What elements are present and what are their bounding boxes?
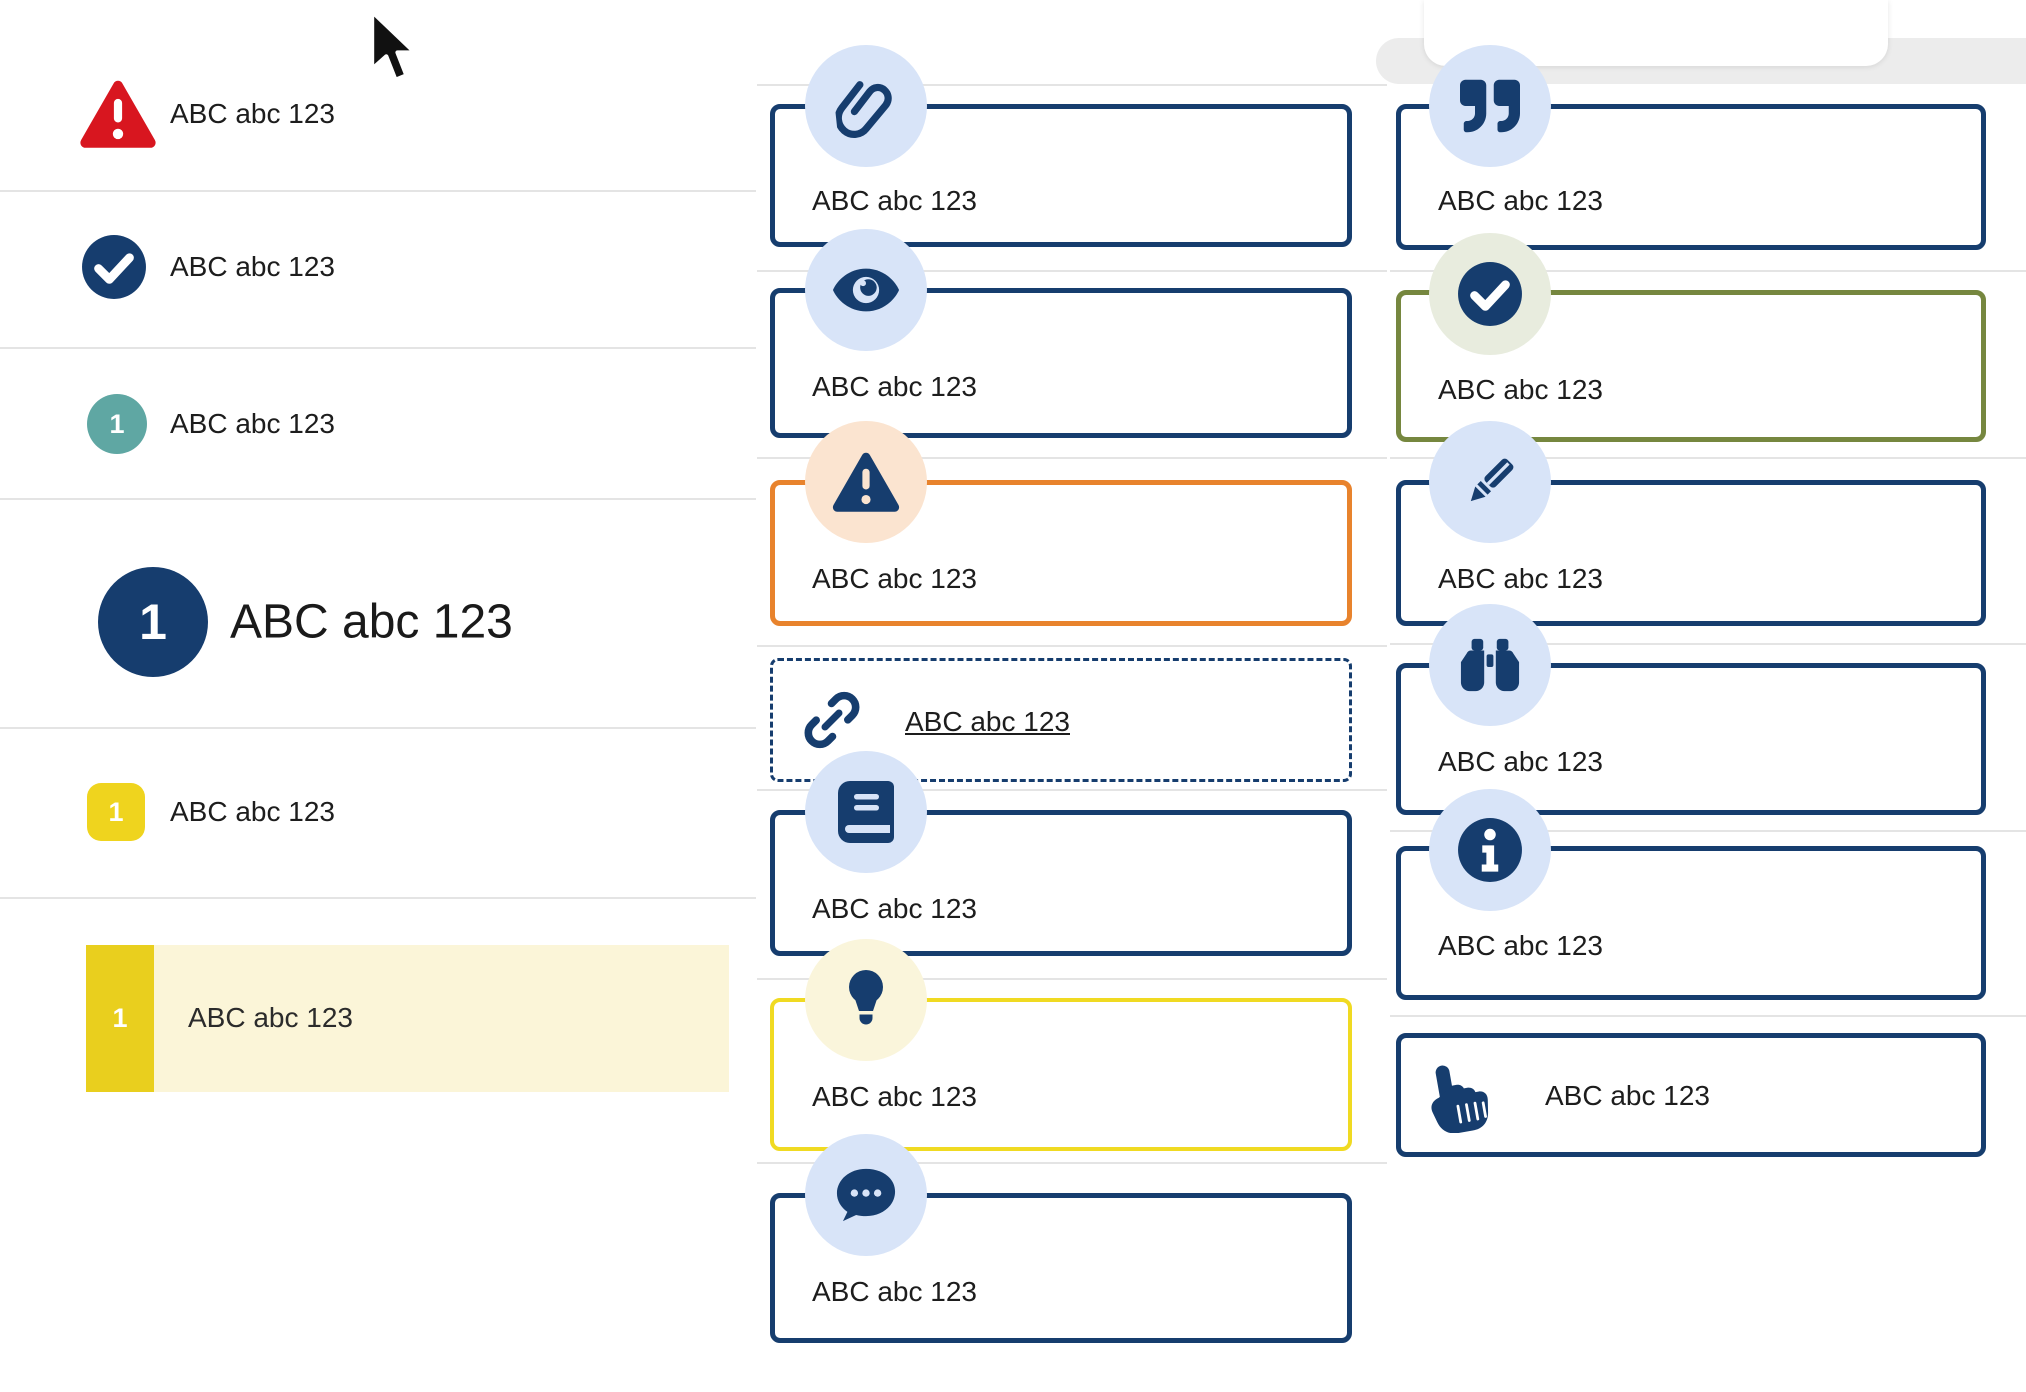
divider: [757, 84, 1387, 86]
hand-pointer-icon: [1425, 1059, 1499, 1133]
list-item-label: ABC abc 123: [170, 98, 335, 129]
list-item-label: ABC abc 123: [188, 1002, 353, 1033]
callout-label: ABC abc 123: [1545, 1080, 1710, 1111]
divider: [757, 645, 1387, 647]
callout-label: ABC abc 123: [1438, 563, 1603, 594]
callout-box: [1396, 290, 1986, 442]
callout-box: [1396, 1033, 1986, 1157]
list-item-label: ABC abc 123: [170, 796, 335, 827]
highlight-row-background: [154, 945, 729, 1092]
number-badge-yellow-block: 1: [86, 945, 154, 1092]
callout-label: ABC abc 123: [812, 1081, 977, 1112]
callout-label: ABC abc 123: [812, 185, 977, 216]
quote-right-icon: [1429, 45, 1551, 167]
divider: [757, 978, 1387, 980]
divider: [757, 1162, 1387, 1164]
link-icon: [800, 688, 864, 752]
warning-icon: [805, 421, 927, 543]
pencil-icon: [1429, 421, 1551, 543]
divider: [1390, 457, 2026, 459]
binoculars-icon: [1429, 604, 1551, 726]
list-item-heading: ABC abc 123: [230, 595, 513, 649]
callout-label: ABC abc 123: [1438, 185, 1603, 216]
list-item-label: ABC abc 123: [170, 408, 335, 439]
callout-label: ABC abc 123: [812, 893, 977, 924]
divider: [0, 347, 756, 349]
info-circle-icon: [1429, 789, 1551, 911]
divider: [0, 498, 756, 500]
mouse-cursor-icon: [367, 9, 419, 87]
check-circle-icon: [81, 234, 147, 300]
callout-label: ABC abc 123: [812, 371, 977, 402]
paperclip-icon: [805, 45, 927, 167]
divider: [757, 457, 1387, 459]
callout-label: ABC abc 123: [1438, 374, 1603, 405]
divider: [757, 789, 1387, 791]
lightbulb-icon: [805, 939, 927, 1061]
comment-dots-icon: [805, 1134, 927, 1256]
number-badge-teal: 1: [87, 394, 147, 454]
book-icon: [805, 751, 927, 873]
divider: [1390, 830, 2026, 832]
divider: [0, 727, 756, 729]
divider: [1390, 643, 2026, 645]
callout-label: ABC abc 123: [1438, 746, 1603, 777]
number-badge-yellow: 1: [87, 783, 145, 841]
callout-link-text[interactable]: ABC abc 123: [905, 706, 1070, 737]
divider: [1390, 1015, 2026, 1017]
list-item-label: ABC abc 123: [170, 251, 335, 282]
divider: [1390, 270, 2026, 272]
check-circle-icon: [1429, 233, 1551, 355]
callout-label: ABC abc 123: [812, 1276, 977, 1307]
divider: [0, 190, 756, 192]
divider: [0, 897, 756, 899]
callout-label: ABC abc 123: [812, 563, 977, 594]
callout-label: ABC abc 123: [1438, 930, 1603, 961]
divider: [757, 270, 1387, 272]
warning-triangle-icon: [79, 79, 157, 149]
number-badge-navy-large: 1: [98, 567, 208, 677]
eye-icon: [805, 229, 927, 351]
